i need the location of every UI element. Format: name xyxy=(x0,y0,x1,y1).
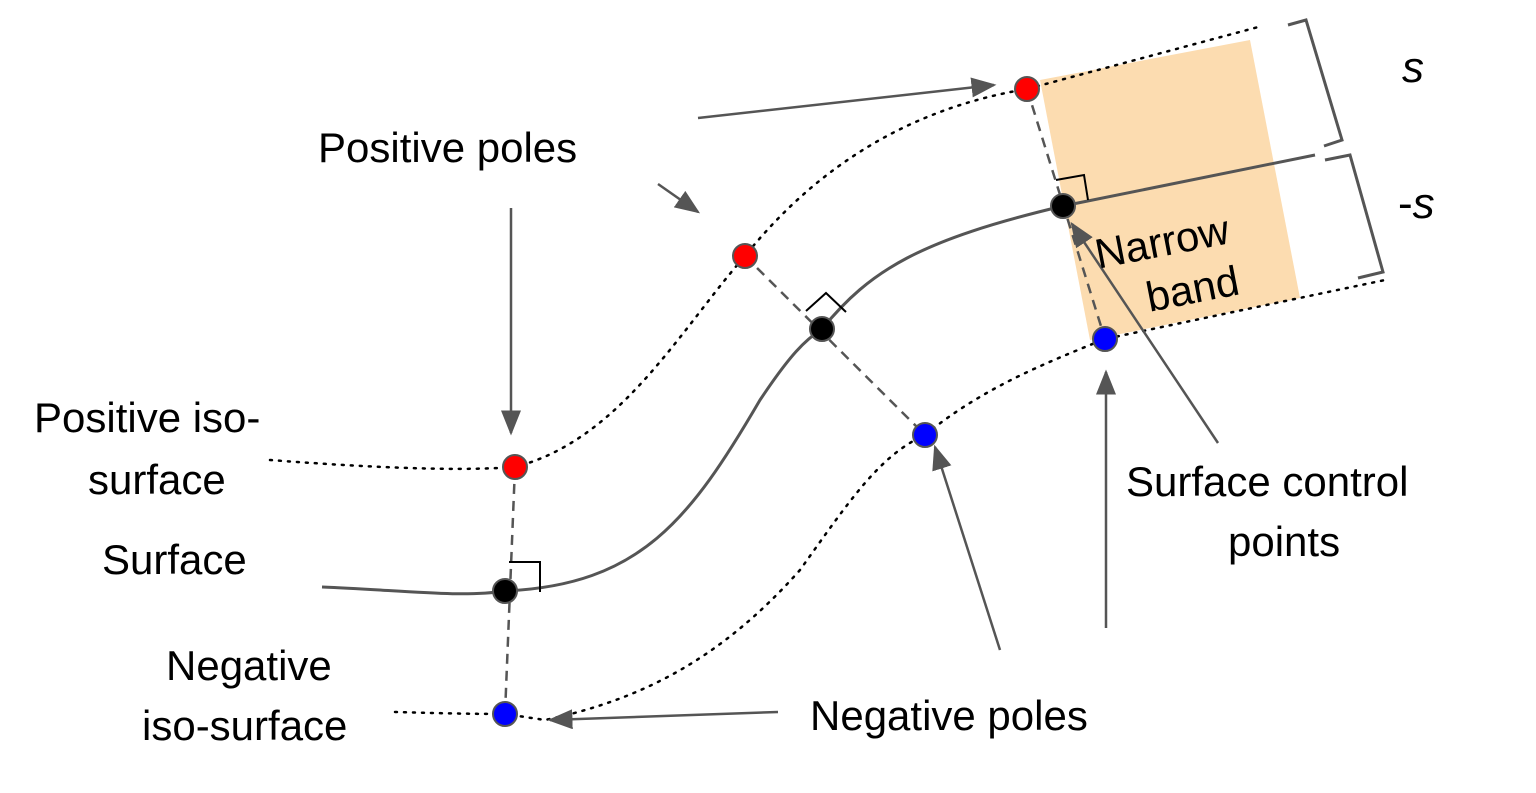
positive-iso-surface-label-line1: Positive iso- xyxy=(34,394,260,441)
positive-poles-label: Positive poles xyxy=(318,124,577,171)
s-label: s xyxy=(1402,43,1424,92)
arrow-positive-poles-to-middle xyxy=(657,182,701,214)
negative-pole-point xyxy=(1092,326,1118,352)
negative-iso-surface-curve xyxy=(393,278,1387,722)
right-angle-marker-right xyxy=(1055,173,1089,201)
bracket-minus-s xyxy=(1324,153,1385,280)
surface-control-points-label-line2: points xyxy=(1228,518,1340,565)
minus-s-label: -s xyxy=(1398,179,1435,228)
arrow-surface-control-points xyxy=(1070,221,1220,444)
surface-control-points-label-line1: Surface control xyxy=(1126,458,1408,505)
surface-curve xyxy=(321,153,1316,596)
positive-iso-surface-label-line2: surface xyxy=(88,456,226,503)
right-angle-marker-left xyxy=(509,561,541,592)
negative-poles-label: Negative poles xyxy=(810,692,1088,739)
bracket-s xyxy=(1287,18,1344,148)
negative-pole-point xyxy=(492,701,518,727)
minus-sign: - xyxy=(1398,179,1413,228)
positive-pole-point xyxy=(1014,76,1040,102)
negative-pole-point xyxy=(912,422,938,448)
surface-control-point xyxy=(809,316,835,342)
positive-iso-surface-curve xyxy=(268,24,1264,471)
negative-iso-surface-label-line2: iso-surface xyxy=(142,702,347,749)
surface-control-point xyxy=(492,578,518,604)
normal-line-middle xyxy=(744,255,926,436)
normal-line-right xyxy=(1025,88,1107,340)
arrow-negative-poles-to-middle xyxy=(932,444,1002,651)
negative-iso-surface-label-line1: Negative xyxy=(166,642,332,689)
surface-label: Surface xyxy=(102,536,247,583)
surface-control-point xyxy=(1050,193,1076,219)
arrow-positive-poles-to-right xyxy=(697,77,997,120)
right-angle-marker-middle xyxy=(805,291,847,313)
positive-pole-point xyxy=(502,454,528,480)
arrow-negative-poles-to-left xyxy=(547,709,779,730)
narrow-band-region xyxy=(1040,40,1300,340)
positive-pole-point xyxy=(732,243,758,269)
minus-s-symbol: s xyxy=(1413,179,1435,228)
